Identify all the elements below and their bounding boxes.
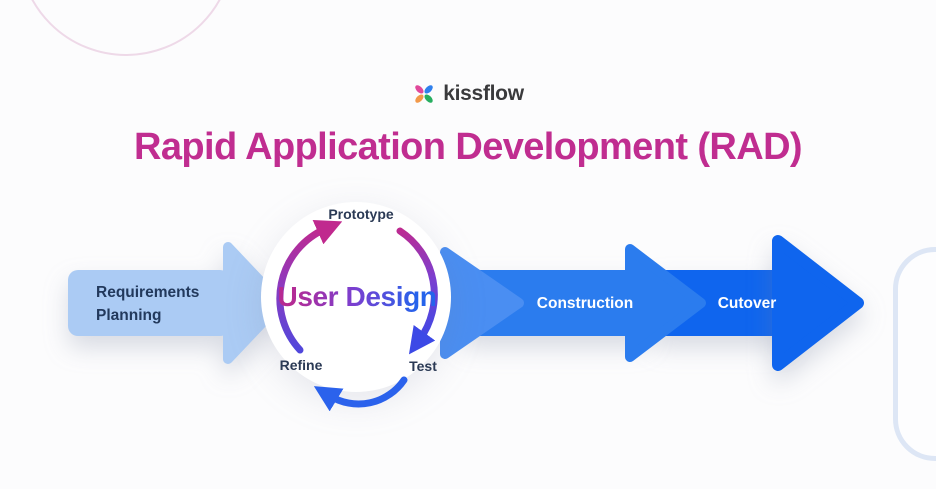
kissflow-logo: kissflow (0, 82, 936, 106)
petal-bottom-left (415, 94, 424, 103)
user-design-label: User Design (277, 281, 437, 312)
cycle-step-refine: Refine (279, 357, 323, 373)
construction-arrowhead (625, 244, 706, 362)
petal-top-right (424, 85, 434, 94)
design-cycle-circle (261, 202, 451, 392)
planning-line: Planning (96, 307, 162, 324)
logo-wordmark: kissflow (443, 82, 524, 105)
requirements-line: Requirements (96, 284, 200, 301)
cutover-label: Cutover (717, 295, 777, 312)
prototype-to-test-arc (396, 227, 438, 355)
petal-top-left (415, 85, 424, 94)
construction-label: Construction (536, 295, 634, 312)
requirements-planning-label: Requirements Planning (96, 281, 199, 327)
test-to-refine-arc (313, 376, 408, 412)
requirements-arrow (68, 242, 286, 364)
kissflow-flower-icon (415, 85, 434, 103)
petal-bottom-right (424, 94, 434, 103)
refine-to-prototype-arc (276, 219, 343, 354)
design-cycle-arcs (276, 219, 438, 412)
cutover-arrowhead (772, 235, 864, 371)
cycle-step-test: Test (409, 358, 437, 374)
page-title: Rapid Application Development (RAD) (134, 126, 803, 168)
construction-arrow (462, 270, 648, 336)
cycle-step-prototype: Prototype (328, 206, 394, 222)
